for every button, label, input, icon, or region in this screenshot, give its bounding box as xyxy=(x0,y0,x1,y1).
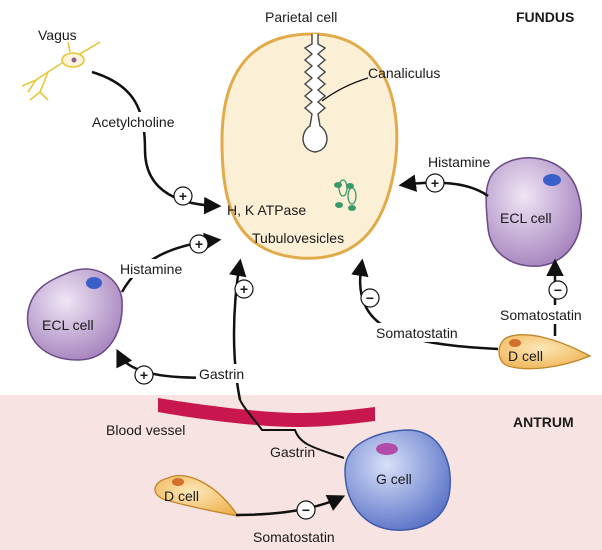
somatostatin-middle-arrow xyxy=(351,258,499,351)
histamine-left-label: Histamine xyxy=(120,261,182,277)
gastrin-lower-label: Gastrin xyxy=(270,444,315,460)
svg-text:+: + xyxy=(431,175,439,191)
hk-atpase-label: H, K ATPase xyxy=(227,202,306,218)
canaliculus-label: Canaliculus xyxy=(368,65,440,81)
g-cell xyxy=(344,429,451,531)
fundus-label: FUNDUS xyxy=(516,9,574,25)
acetylcholine-label: Acetylcholine xyxy=(92,114,175,130)
gastrin-vessel-path xyxy=(239,399,345,459)
d-cell-bottom-label: D cell xyxy=(164,488,199,504)
tubulovesicles-label: Tubulovesicles xyxy=(252,230,344,246)
canaliculus xyxy=(302,34,328,153)
svg-text:+: + xyxy=(195,236,203,252)
gastrin-upper-label: Gastrin xyxy=(199,366,244,382)
histamine-left-label-bg xyxy=(118,259,194,278)
somatostatin-bottom-label: Somatostatin xyxy=(253,529,335,545)
svg-text:−: − xyxy=(302,502,310,518)
gastrin-upper-label-bg xyxy=(196,364,254,383)
blood-vessel-label: Blood vessel xyxy=(106,422,185,438)
acetylcholine-arrow xyxy=(91,70,222,215)
svg-text:−: − xyxy=(554,282,562,298)
parietal-cell xyxy=(220,32,399,260)
minus-sign-somatostatin-right: − xyxy=(548,280,568,300)
acetylcholine-label-bg xyxy=(88,112,220,132)
d-cell-right xyxy=(498,334,592,370)
svg-text:+: + xyxy=(179,188,187,204)
histamine-right-label: Histamine xyxy=(428,154,490,170)
somatostatin-right-label-bg xyxy=(498,305,602,324)
plus-sign-histamine-left: + xyxy=(189,234,209,254)
somatostatin-bottom-arrow xyxy=(235,495,346,517)
vagus-neuron-icon xyxy=(21,41,101,101)
canaliculus-pointer xyxy=(321,77,369,102)
gastrin-parietal-arrow xyxy=(229,258,247,401)
plus-sign-gastrin-parietal: + xyxy=(234,279,254,299)
somatostatin-middle-label-bg xyxy=(374,323,478,342)
ecl-cell-left xyxy=(26,268,123,361)
plus-sign-histamine-right: + xyxy=(425,173,445,193)
somatostatin-right-label: Somatostatin xyxy=(500,307,582,323)
somatostatin-middle-label: Somatostatin xyxy=(376,325,458,341)
minus-sign-somatostatin-middle: − xyxy=(360,288,380,308)
ecl-cell-right-label: ECL cell xyxy=(500,210,552,226)
antrum-label: ANTRUM xyxy=(513,414,574,430)
svg-text:+: + xyxy=(140,367,148,383)
plus-sign-gastrin-ecl: + xyxy=(134,365,154,385)
minus-sign-somatostatin-bottom: − xyxy=(296,500,316,520)
d-cell-bottom xyxy=(154,474,240,517)
histamine-right-arrow xyxy=(398,174,489,198)
tubulovesicle-icon xyxy=(334,179,357,211)
g-cell-label: G cell xyxy=(376,471,412,487)
svg-text:+: + xyxy=(240,281,248,297)
d-cell-right-label: D cell xyxy=(508,348,543,364)
plus-sign-acetylcholine: + xyxy=(173,186,193,206)
blood-vessel xyxy=(158,398,375,427)
svg-text:−: − xyxy=(366,290,374,306)
parietal-cell-label: Parietal cell xyxy=(265,9,337,25)
ecl-cell-left-label: ECL cell xyxy=(42,317,94,333)
vagus-label: Vagus xyxy=(38,27,77,43)
